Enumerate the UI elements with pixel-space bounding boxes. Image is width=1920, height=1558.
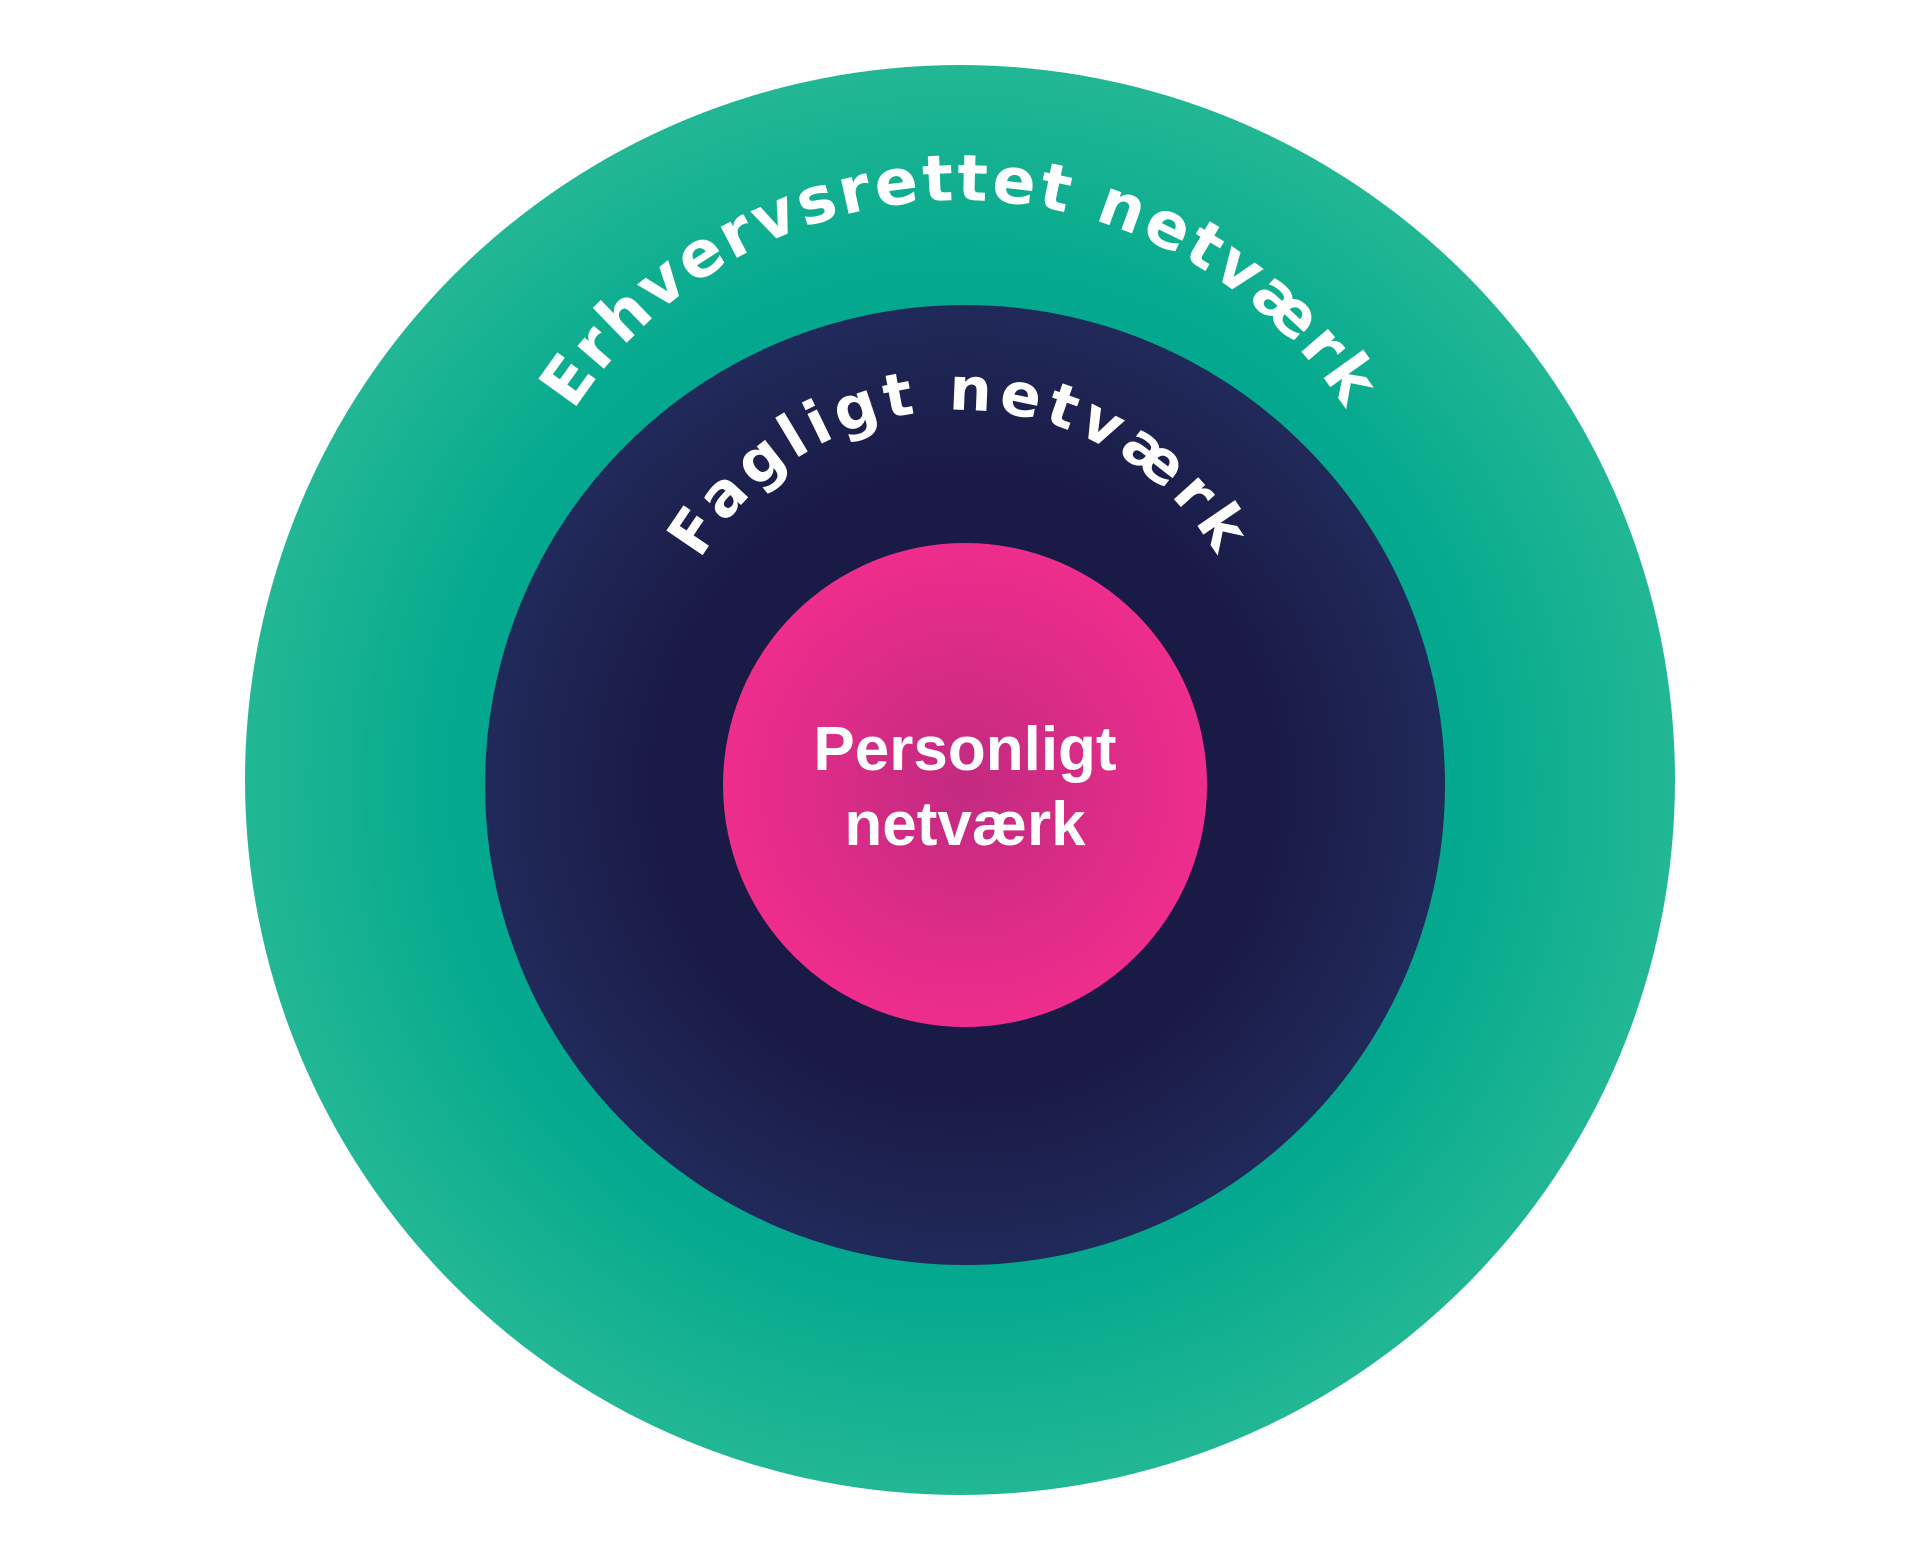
inner-label-line2: netværk <box>844 790 1086 859</box>
inner-label-line1: Personligt <box>813 715 1116 784</box>
inner-circle <box>723 543 1207 1027</box>
